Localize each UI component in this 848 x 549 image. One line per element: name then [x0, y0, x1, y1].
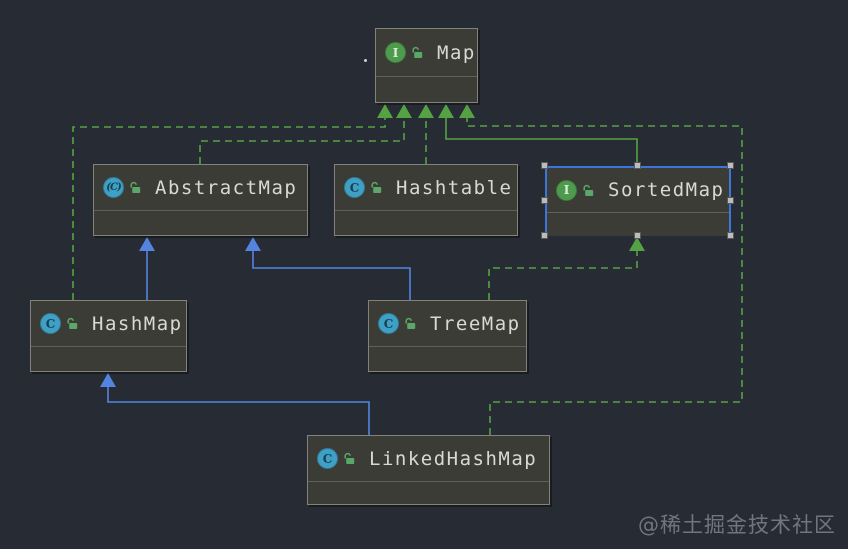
fields-compartment	[31, 346, 186, 371]
diagram-node-linkedhashmap[interactable]: C LinkedHashMap	[307, 435, 550, 505]
open-lock-icon	[370, 181, 383, 194]
inheritance-arrowhead	[100, 373, 116, 387]
class-icon: C	[344, 177, 365, 198]
class-icon: C	[317, 448, 338, 469]
diagram-node-treemap[interactable]: C TreeMap	[368, 300, 527, 372]
edge-linkedhashmap-extends-hashmap[interactable]	[100, 373, 370, 435]
edge-sortedmap-extends-map[interactable]	[438, 104, 638, 166]
class-icon: C	[40, 313, 61, 334]
fields-compartment	[376, 76, 477, 102]
inheritance-arrowhead	[139, 237, 155, 251]
edge-hashmap-implements-map[interactable]	[72, 104, 393, 300]
selection-handle[interactable]	[541, 162, 548, 169]
fields-compartment	[94, 210, 307, 235]
inheritance-arrowhead	[245, 237, 261, 251]
edge-hashmap-extends-abstractmap[interactable]	[139, 237, 155, 300]
edge-treemap-extends-abstractmap[interactable]	[245, 237, 411, 300]
selection-handle[interactable]	[727, 232, 734, 239]
open-lock-icon	[404, 317, 417, 330]
inheritance-arrowhead	[418, 104, 434, 118]
selection-handle[interactable]	[727, 162, 734, 169]
class-name-label: AbstractMap	[155, 176, 298, 199]
inheritance-arrowhead	[629, 237, 645, 251]
class-icon: C	[378, 313, 399, 334]
class-name-label: TreeMap	[430, 312, 521, 335]
selection-handle[interactable]	[634, 162, 641, 169]
interface-icon: I	[385, 42, 406, 63]
selection-handle[interactable]	[634, 232, 641, 239]
inheritance-arrowhead	[438, 104, 454, 118]
inheritance-arrowhead	[377, 104, 393, 118]
fields-compartment	[335, 210, 517, 235]
class-name-label: HashMap	[92, 312, 183, 335]
open-lock-icon	[582, 184, 595, 197]
class-name-label: Map	[437, 41, 476, 64]
stray-dot	[364, 59, 367, 62]
selection-handle[interactable]	[727, 197, 734, 204]
open-lock-icon	[343, 452, 356, 465]
selection-handle[interactable]	[541, 232, 548, 239]
diagram-node-abstractmap[interactable]: (C) AbstractMap	[93, 164, 308, 236]
edge-linkedhashmap-implements-map[interactable]	[459, 104, 743, 435]
diagram-node-hashtable[interactable]: C Hashtable	[334, 164, 518, 236]
watermark-text: @稀土掘金技术社区	[638, 513, 836, 537]
class-name-label: LinkedHashMap	[369, 447, 538, 470]
diagram-node-map[interactable]: I Map	[375, 28, 478, 103]
edge-abstractmap-implements-map[interactable]	[199, 104, 412, 164]
open-lock-icon	[66, 317, 79, 330]
open-lock-icon	[411, 46, 424, 59]
class-name-label: SortedMap	[608, 179, 725, 201]
fields-compartment	[308, 481, 549, 504]
abstract-class-icon: (C)	[103, 177, 124, 198]
diagram-node-hashmap[interactable]: C HashMap	[30, 300, 187, 372]
open-lock-icon	[129, 181, 142, 194]
fields-compartment	[369, 346, 526, 371]
diagram-node-sortedmap[interactable]: I SortedMap	[545, 166, 731, 236]
inheritance-arrowhead	[459, 104, 475, 118]
inheritance-arrowhead	[396, 104, 412, 118]
edge-treemap-implements-sortedmap[interactable]	[488, 237, 645, 300]
edge-hashtable-implements-map[interactable]	[418, 104, 434, 164]
selection-handle[interactable]	[541, 197, 548, 204]
class-name-label: Hashtable	[396, 176, 513, 199]
interface-icon: I	[556, 179, 577, 201]
